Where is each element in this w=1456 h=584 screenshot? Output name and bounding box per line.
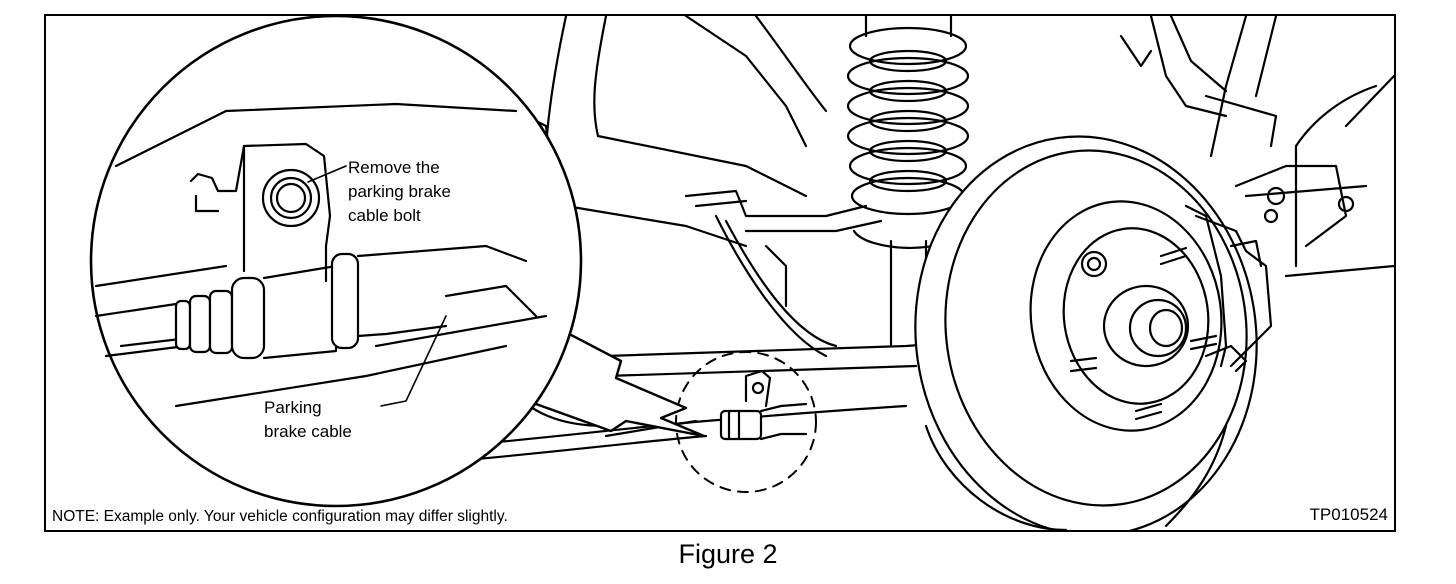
brake-rotor: [914, 135, 1258, 530]
caliper: [1184, 204, 1273, 373]
body-panel-lines: [543, 16, 1394, 378]
bolt-callout-line-2: parking brake: [348, 182, 452, 201]
figure-note: NOTE: Example only. Your vehicle configu…: [52, 508, 508, 525]
figure-caption: Figure 2: [678, 539, 778, 569]
cable-callout-line-2: brake cable: [264, 422, 352, 441]
figure-frame: Remove the parking brake cable bolt Park…: [44, 14, 1396, 532]
rear-suspension-illustration: [89, 16, 1394, 530]
brake-lines: [684, 189, 883, 358]
bolt-callout-line-1: Remove the: [348, 158, 440, 177]
bolt-callout-label: Remove the parking brake cable bolt: [348, 156, 451, 228]
parking-brake-cable-main: [454, 369, 908, 463]
cable-callout-label: Parking brake cable: [264, 396, 352, 444]
cable-callout-line-1: Parking: [264, 398, 322, 417]
bolt-callout-line-3: cable bolt: [348, 206, 421, 225]
detail-locator-circle: [675, 351, 817, 493]
magnified-inset: [89, 16, 583, 508]
reference-code: TP010524: [1309, 505, 1388, 524]
